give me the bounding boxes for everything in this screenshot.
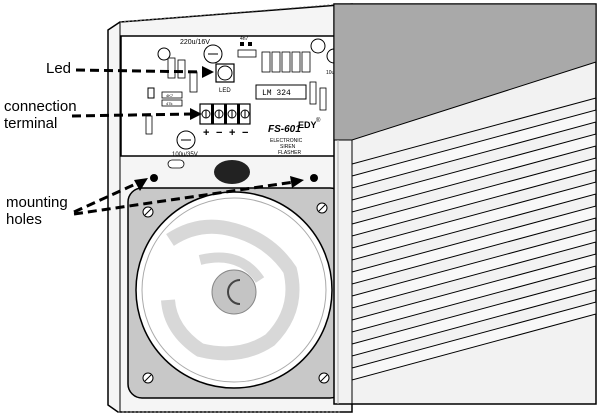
resistor-array (167, 42, 311, 93)
desc-line-2: SIREN (280, 144, 296, 150)
model-name: FS-601 (268, 124, 301, 135)
arrow-heads (134, 66, 304, 191)
mounting-arrow-right (73, 180, 295, 216)
callout-label-mounting-holes: mounting holes (6, 194, 68, 228)
cap-label: 100u/35V (172, 152, 198, 158)
terminal-sign-1: + (203, 127, 209, 139)
pcb-label-10u: 10u (326, 70, 335, 76)
callout-connection-line2: terminal (4, 115, 58, 132)
pcb-board: 220u/16V LED 4n7 10u (120, 35, 350, 158)
desc-line-1: ELECTRONIC (270, 138, 303, 144)
callout-connection-line1: connection (4, 98, 77, 115)
terminal-sign-4: − (242, 127, 248, 139)
pcb-label-47k: 47k (166, 101, 172, 106)
mounting-hole-left (150, 174, 158, 182)
connection-terminal: + − + − (199, 103, 251, 139)
ic-label: LM 324 (262, 89, 291, 98)
front-cover (333, 3, 597, 405)
terminal-arrow (71, 112, 193, 118)
brand-name: EDY (298, 120, 317, 130)
mounting-area (150, 159, 318, 184)
capacitor-100u: 100u/35V (172, 130, 198, 158)
callout-label-connection-terminal: connection terminal (4, 98, 77, 132)
led-component: LED (215, 63, 235, 94)
terminal-sign-2: − (216, 127, 222, 139)
registered-mark: ® (316, 117, 321, 124)
screw-top-right (316, 202, 328, 214)
mounting-hole-right (310, 174, 318, 182)
led-arrow (75, 68, 205, 74)
terminal-sign-3: + (229, 127, 235, 139)
desc-line-3: FLASHER (278, 150, 301, 156)
capacitor-220u (203, 44, 223, 64)
callout-label-led: Led (46, 60, 72, 77)
screw-bottom-right (318, 372, 330, 384)
callout-arrows (71, 68, 295, 216)
mounting-arrow-left (73, 180, 141, 214)
callout-mounting-line1: mounting (6, 194, 68, 211)
pcb-label-4n7: 4n7 (240, 36, 249, 42)
callout-mounting-line2: holes (6, 211, 42, 228)
led-pcb-label: LED (219, 88, 231, 94)
ic-lm324: LM 324 (255, 84, 307, 100)
pcb-power-label: 220u/16V (180, 39, 210, 46)
speaker (127, 187, 345, 399)
screw-bottom-left (142, 372, 154, 384)
pcb-label-4k7: 4K7 (166, 93, 174, 98)
screw-top-left (142, 206, 154, 218)
cover-slats (351, 109, 597, 381)
